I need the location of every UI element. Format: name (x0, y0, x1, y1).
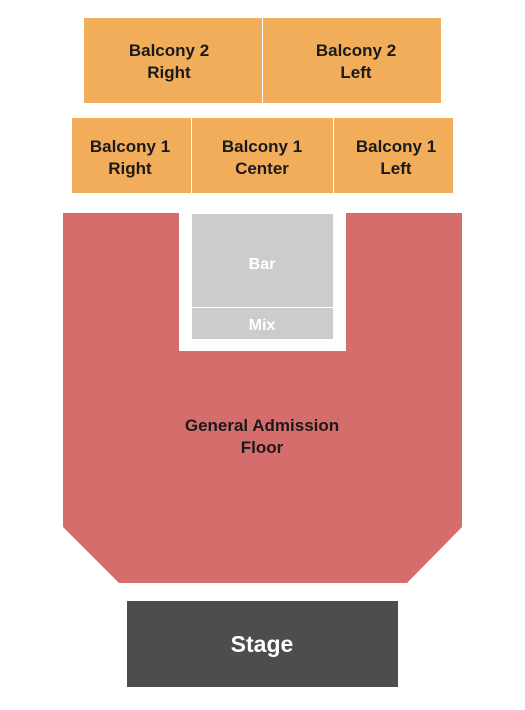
section-balcony-2-left-shape[interactable] (263, 18, 441, 103)
stage-area: Stage (127, 601, 398, 687)
section-balcony-2-right[interactable]: Balcony 2 Right (84, 18, 262, 103)
section-balcony-1-center[interactable]: Balcony 1 Center (192, 118, 333, 193)
section-balcony-1-right-shape[interactable] (72, 118, 191, 193)
section-balcony-1-center-shape[interactable] (192, 118, 333, 193)
section-balcony-1-left[interactable]: Balcony 1 Left (334, 118, 453, 193)
section-ga-floor-shape[interactable] (63, 213, 462, 583)
stage-shape (127, 601, 398, 687)
section-balcony-2-left[interactable]: Balcony 2 Left (263, 18, 441, 103)
section-balcony-1-left-shape[interactable] (334, 118, 453, 193)
section-balcony-1-right[interactable]: Balcony 1 Right (72, 118, 191, 193)
bar-area: Bar (192, 214, 333, 307)
section-balcony-2-right-shape[interactable] (84, 18, 262, 103)
mix-area: Mix (192, 308, 333, 339)
bar-shape (192, 214, 333, 307)
mix-shape (192, 308, 333, 339)
